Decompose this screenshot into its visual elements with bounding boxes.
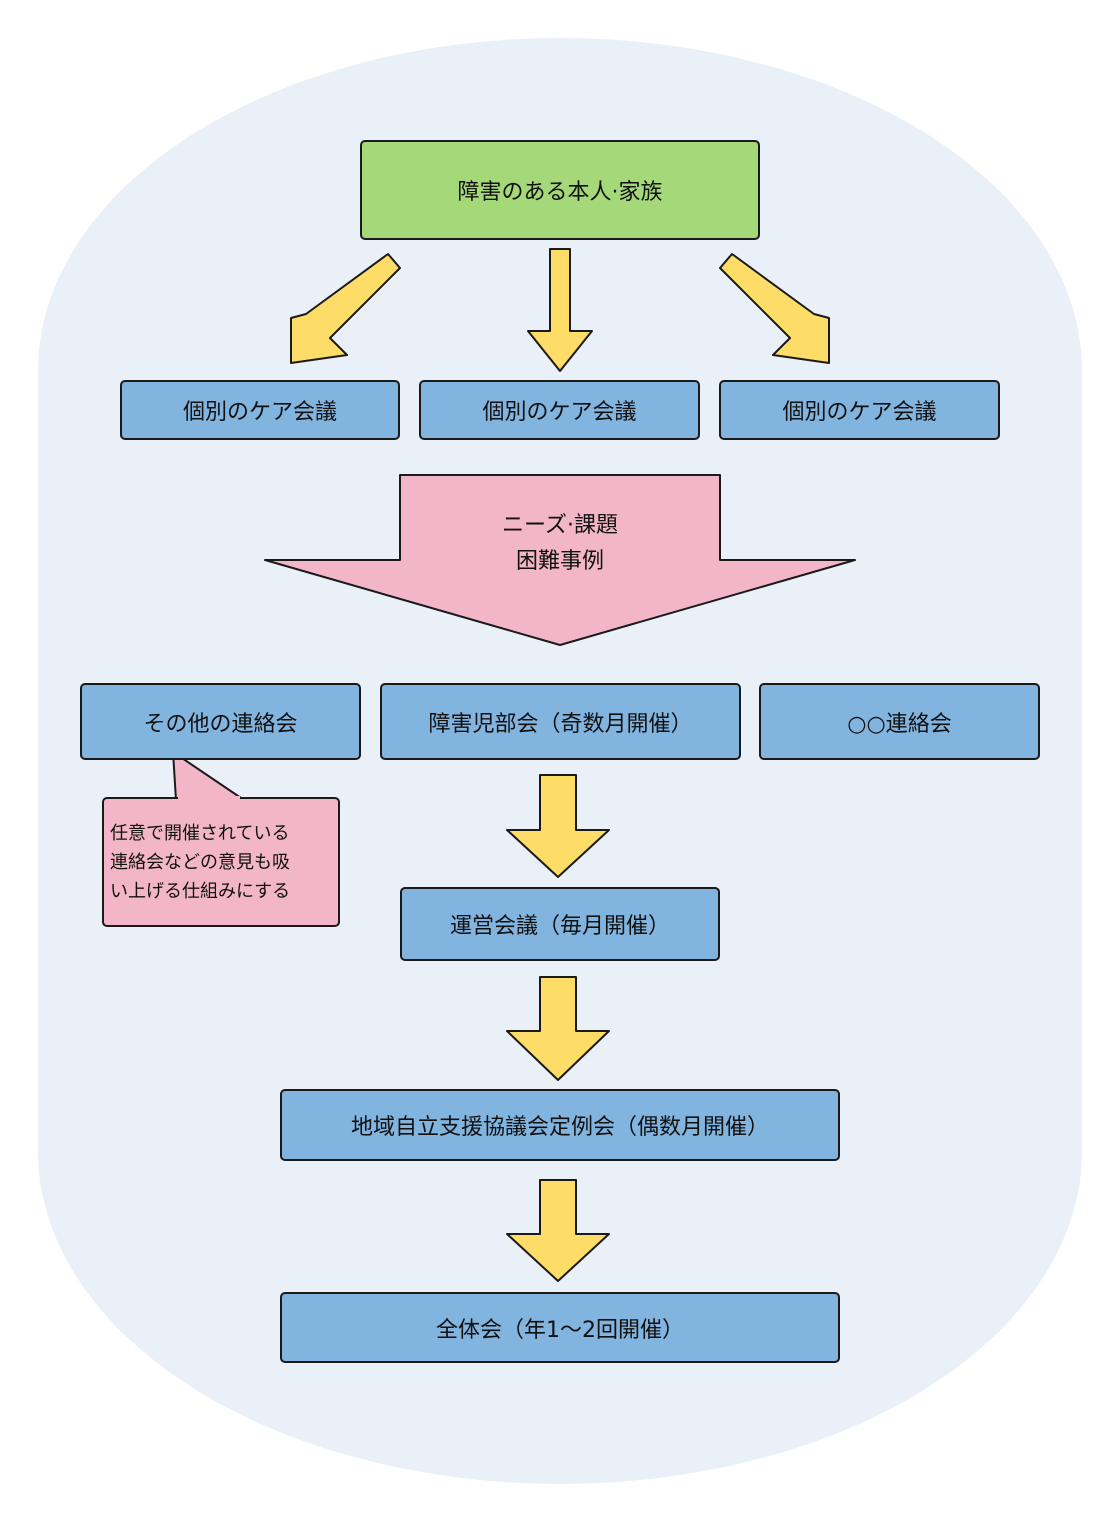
needs-line-1: ニーズ·課題 [502,513,618,538]
box-children-subcommittee: 障害児部会（奇数月開催） [380,683,741,760]
box-label: 運営会議（毎月開催） [449,914,670,939]
note-tail-join [178,796,240,800]
box-label: 個別のケア会議 [782,400,937,425]
box-care-meeting-1: 個別のケア会議 [120,380,400,440]
box-label: 個別のケア会議 [482,400,637,425]
box-regional-council: 地域自立支援協議会定例会（偶数月開催） [280,1089,840,1161]
arrow-down-right [719,253,830,364]
box-care-meeting-3: 個別のケア会議 [719,380,1000,440]
box-label: その他の連絡会 [143,711,298,737]
arrow-down-3 [506,1179,610,1282]
needs-arrow [264,474,856,646]
box-label: ○○連絡会 [847,711,952,737]
note-line: 連絡会などの意見も吸 [110,852,290,873]
box-plenary: 全体会（年1～2回開催） [280,1292,840,1363]
box-care-meeting-2: 個別のケア会議 [419,380,700,440]
box-management-meeting: 運営会議（毎月開催） [400,887,720,961]
box-label: 個別のケア会議 [182,400,337,425]
note-line: い上げる仕組みにする [110,881,291,902]
box-other-liaison: その他の連絡会 [80,683,361,760]
note-bubble: 任意で開催されている 連絡会などの意見も吸 い上げる仕組みにする [102,797,340,927]
box-label: 全体会（年1～2回開催） [436,1317,684,1343]
box-person-family: 障害のある本人·家族 [360,140,760,240]
needs-line-2: 困難事例 [515,549,604,574]
box-label: 障害児部会（奇数月開催） [428,711,693,737]
box-label: 地域自立支援協議会定例会（偶数月開催） [350,1115,769,1140]
needs-label: ニーズ·課題 困難事例 [400,508,720,580]
arrow-down-2 [506,976,610,1081]
note-line: 任意で開催されている [110,823,290,844]
box-oo-liaison: ○○連絡会 [759,683,1040,760]
arrow-down-1 [506,774,610,878]
arrow-down-center [527,248,593,372]
arrow-down-left [290,253,401,364]
box-label: 障害のある本人·家族 [457,180,663,205]
